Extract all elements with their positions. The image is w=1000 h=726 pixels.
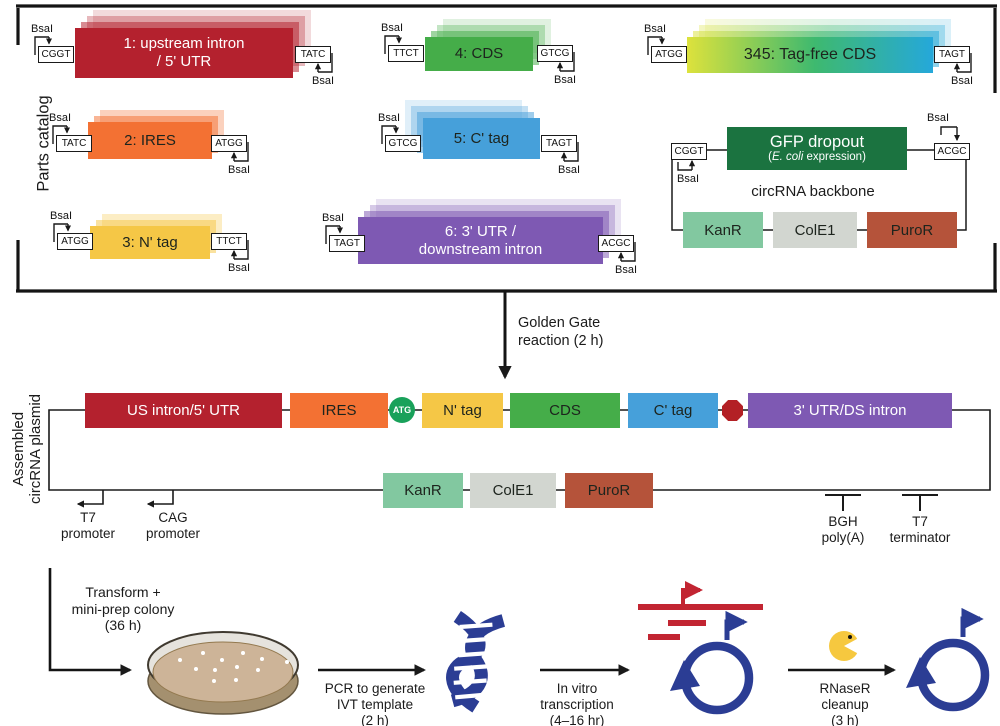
stop-codon-icon [722,400,743,421]
part-3-n-tag: 3: N' tag [90,214,222,259]
puror-box: PuroR [867,212,957,248]
bsai-label: BsaI [614,264,637,276]
gfp-dropout-box: GFP dropout (E. coli expression) [727,127,907,170]
bsai-label: BsaI [227,164,250,176]
bsai-label: BsaI [30,23,53,35]
overhang-box: TATC [295,46,331,63]
bsai-label: BsaI [926,112,949,124]
part-5-c-tag: 5: C' tag [405,100,540,159]
assembled-c-tag-box: C' tag [628,393,718,428]
overhang-box: TATC [56,135,92,152]
linear-rna-fragments-icon [638,604,763,640]
overhang-box: TAGT [934,46,970,63]
backbone-plasmid-lines [671,149,967,231]
cag-promoter-arrow [146,490,174,508]
circular-rna-icon [670,610,754,715]
part-1-label: 1: upstream intron/ 5' UTR [75,28,293,78]
rnase-r-pacman-icon [829,631,868,661]
petri-dish-icon [147,631,299,715]
overhang-box: TTCT [388,45,424,62]
assembled-cole1-box: ColE1 [470,473,556,508]
part-2-label: 2: IRES [88,122,212,159]
bsai-label: BsaI [321,212,344,224]
bsai-elbow-lines [34,35,972,262]
part-345-label: 345: Tag-free CDS [687,37,933,73]
overhang-box: TAGT [329,235,365,252]
circrna-backbone-title: circRNA backbone [751,183,875,200]
overhang-box: CGGT [671,143,707,160]
bsai-label: BsaI [380,22,403,34]
part-2-ires: 2: IRES [88,110,224,159]
bsai-label: BsaI [311,75,334,87]
assembled-ires-box: IRES [290,393,388,428]
overhang-box: GTCG [385,135,421,152]
bsai-cut-arrows [45,36,961,261]
kanr-box: KanR [683,212,763,248]
overhang-box: ATGG [651,46,687,63]
bsai-label: BsaI [377,112,400,124]
assembled-plasmid-outline [48,409,991,491]
atg-start-codon-icon: ATG [389,397,415,423]
overhang-box: ATGG [211,135,247,152]
terminator-symbols [825,494,938,511]
overhang-box: TAGT [541,135,577,152]
parts-catalog-label: Parts catalog [34,95,53,192]
assembled-3utr-box: 3' UTR/DS intron [748,393,952,428]
bsai-label: BsaI [553,74,576,86]
assembled-cds-box: CDS [510,393,620,428]
cole1-box: ColE1 [773,212,857,248]
dna-helix-icon [446,611,506,713]
overhang-box: CGGT [38,46,74,63]
part-4-cds: 4: CDS [425,19,551,71]
overhang-box: ACGC [934,143,970,160]
part-5-label: 5: C' tag [423,118,540,159]
linear-rna-promoter-arrow [681,581,703,604]
overhang-box: TTCT [211,233,247,250]
parts-catalog-frame [16,4,997,293]
bsai-label: BsaI [643,23,666,35]
bsai-label: BsaI [557,164,580,176]
t7-promoter-arrow [76,490,104,508]
overhang-box: GTCG [537,45,573,62]
assembled-puror-box: PuroR [565,473,653,508]
bsai-label: BsaI [48,112,71,124]
part-6-downstream-intron: 6: 3' UTR /downstream intron [358,199,621,264]
assembled-us-intron-box: US intron/5' UTR [85,393,282,428]
overhang-box: ATGG [57,233,93,250]
bsai-label: BsaI [49,210,72,222]
step-transform-label: Transform +mini-prep colony(36 h) [71,584,175,633]
bsai-label: BsaI [950,75,973,87]
assembled-n-tag-box: N' tag [422,393,503,428]
part-345-tag-free-cds: 345: Tag-free CDS [687,19,951,73]
part-6-label: 6: 3' UTR /downstream intron [358,217,603,264]
purified-circular-rna-icon [906,607,990,712]
assembled-kanr-box: KanR [383,473,463,508]
workflow-arrows [48,568,896,676]
part-3-label: 3: N' tag [90,226,210,259]
part-1-upstream-intron: 1: upstream intron/ 5' UTR [75,10,311,78]
part-4-label: 4: CDS [425,37,533,71]
overhang-box: ACGC [598,235,634,252]
bsai-label: BsaI [227,262,250,274]
bsai-label: BsaI [676,173,699,185]
